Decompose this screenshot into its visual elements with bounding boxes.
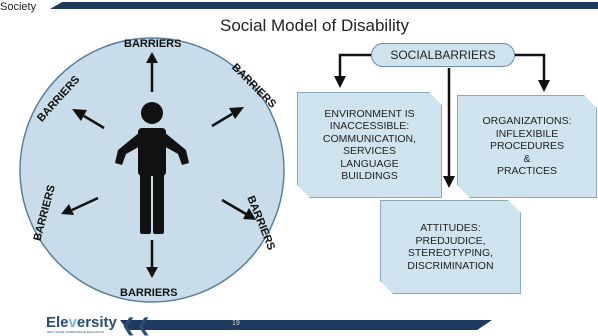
- person-icon: [115, 102, 189, 234]
- environment-line-4: SERVICES: [343, 145, 396, 157]
- logo-text-right: ersity: [76, 314, 117, 331]
- attitudes-line-3: STEREOTYPING,: [407, 247, 494, 259]
- connector-arrows: [334, 53, 550, 188]
- organizations-line-3: PROCEDURES: [489, 140, 565, 153]
- barrier-label-top: BARRIERS: [124, 38, 182, 50]
- attitudes-line-2: PREDJUDICE,: [415, 234, 486, 247]
- organizations-line-1: ORGANIZATIONS:: [482, 115, 572, 128]
- page-number: 19: [232, 320, 240, 327]
- barrier-label-bottom: BARRIERS: [120, 287, 178, 299]
- social-barriers-node: SOCIALBARRIERS: [371, 43, 515, 67]
- attitudes-line-1: ATTITUDES:: [420, 222, 481, 234]
- environment-line-2: INACCESSIBLE:: [329, 120, 410, 132]
- header-bar-cutout: [22, 2, 62, 9]
- environment-line-3: COMMUNICATION,: [322, 132, 417, 145]
- environment-line-1: ENVIRONMENT IS: [324, 107, 415, 120]
- elevversity-logo: Eleversity: [46, 314, 117, 331]
- header-bar: [22, 2, 598, 9]
- organizations-line-5: PRACTICES: [496, 165, 558, 178]
- footer-bar: [120, 320, 492, 330]
- slide-title: Social Model of Disability: [220, 16, 409, 35]
- logo-v-mark: v: [68, 314, 77, 331]
- organizations-line-4: &: [523, 152, 531, 165]
- logo-tagline: NEXT-LEVEL WORKFORCE EDUCATION: [47, 330, 105, 334]
- section-label: Society: [0, 0, 41, 14]
- organizations-line-2: INFLEXIBILE: [495, 127, 559, 140]
- barrier-arrows: [61, 52, 256, 278]
- attitudes-box: ATTITUDES: PREDJUDICE, STEREOTYPING, DIS…: [380, 200, 521, 294]
- organizations-box: ORGANIZATIONS: INFLEXIBILE PROCEDURES & …: [457, 95, 597, 198]
- chevrons-left-icon: ❮❮: [121, 315, 152, 335]
- attitudes-line-4: DISCRIMINATION: [407, 259, 494, 272]
- logo-text-left: Ele: [46, 314, 69, 331]
- environment-box: ENVIRONMENT IS INACCESSIBLE: COMMUNICATI…: [297, 92, 442, 198]
- environment-line-6: BUILDINGS: [341, 170, 398, 182]
- environment-line-5: LANGUAGE: [340, 157, 399, 170]
